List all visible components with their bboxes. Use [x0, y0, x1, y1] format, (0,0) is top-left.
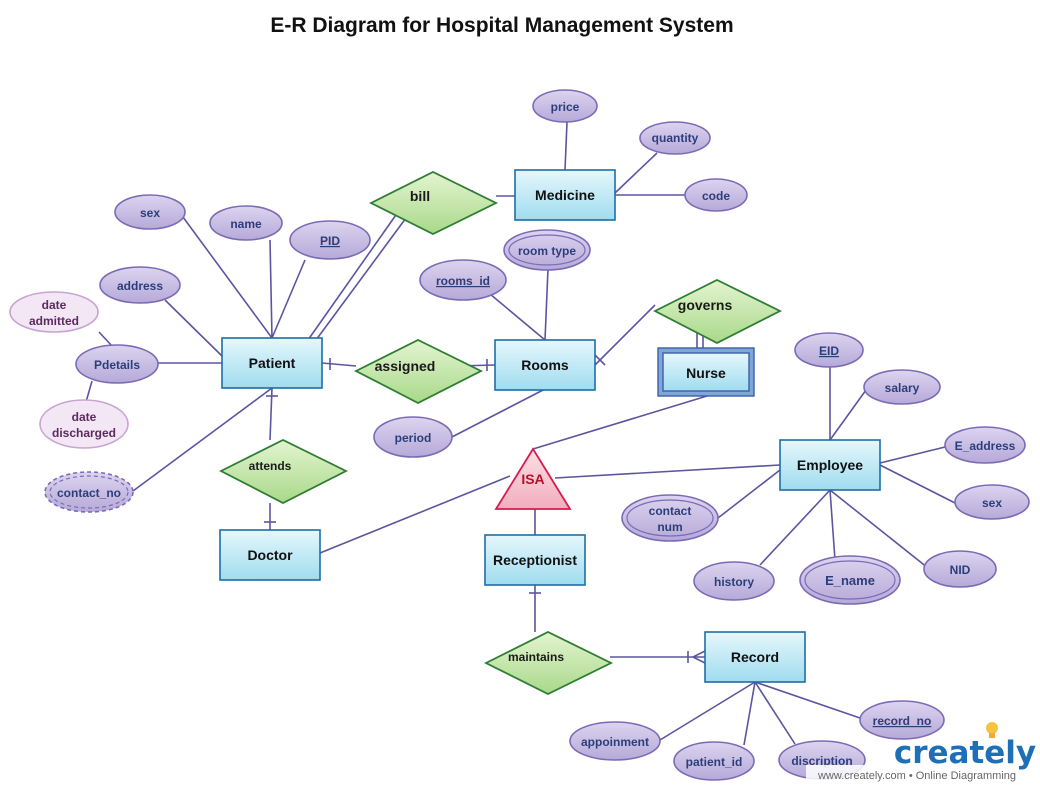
attribute-name[interactable]: name — [209, 205, 283, 241]
attribute-quantity[interactable]: quantity — [639, 121, 711, 155]
attribute-label: quantity — [652, 131, 699, 145]
diagram-title: E-R Diagram for Hospital Management Syst… — [270, 14, 733, 37]
isa-triangle[interactable]: ISA — [494, 447, 572, 510]
attribute-room-type[interactable]: room type — [503, 229, 591, 271]
attribute-label: name — [230, 217, 262, 231]
attribute-label: E_address — [955, 439, 1016, 453]
attribute-date-discharged[interactable]: date discharged — [39, 399, 129, 449]
attribute-salary[interactable]: salary — [863, 369, 941, 405]
attribute-label: price — [551, 100, 580, 114]
logo-tagline: www.creately.com • Online Diagramming — [817, 770, 1016, 782]
attribute-label: sex — [982, 496, 1002, 510]
attribute-patient-id[interactable]: patient_id — [673, 741, 755, 781]
attribute-eid[interactable]: EID — [794, 332, 864, 368]
relationship-label: assigned — [375, 358, 436, 374]
attribute-label-line2: num — [657, 520, 682, 534]
attribute-label-line1: date — [72, 410, 97, 424]
attribute-label: Pdetails — [94, 358, 140, 372]
attribute-sex-employee[interactable]: sex — [954, 484, 1030, 520]
creately-logo: creately www.creately.com • Online Diagr… — [806, 722, 1036, 787]
connection-lines — [85, 121, 956, 746]
entity-receptionist[interactable]: Receptionist — [484, 534, 586, 586]
attribute-label: PID — [320, 234, 340, 248]
relationship-label: bill — [410, 188, 430, 204]
attribute-price[interactable]: price — [532, 89, 598, 123]
attribute-label: record_no — [873, 714, 932, 728]
attribute-label-line1: contact — [649, 504, 692, 518]
relationship-maintains[interactable]: maintains — [483, 630, 614, 696]
attribute-label-line2: discharged — [52, 426, 116, 440]
isa-label: ISA — [521, 471, 544, 487]
attribute-nid[interactable]: NID — [923, 550, 997, 588]
relationship-label: governs — [678, 297, 733, 313]
attribute-label-line2: admitted — [29, 314, 79, 328]
attribute-label: NID — [950, 563, 971, 577]
lightbulb-icon — [986, 722, 998, 738]
entity-medicine[interactable]: Medicine — [514, 169, 616, 221]
attribute-address[interactable]: address — [99, 266, 181, 304]
entity-label: Nurse — [686, 365, 726, 381]
logo-text: creately — [894, 735, 1036, 771]
entity-label: Record — [731, 649, 779, 665]
entity-label: Doctor — [247, 547, 293, 563]
attribute-record-no[interactable]: record_no — [859, 700, 945, 740]
attribute-sex-patient[interactable]: sex — [114, 194, 186, 230]
attribute-label: sex — [140, 206, 160, 220]
entity-label: Medicine — [535, 187, 595, 203]
attribute-e-address[interactable]: E_address — [944, 426, 1026, 464]
attribute-date-admitted[interactable]: date admitted — [9, 291, 99, 333]
attribute-label: appoinment — [581, 735, 649, 749]
entity-label: Rooms — [521, 357, 569, 373]
relationship-assigned[interactable]: assigned — [354, 338, 484, 405]
attribute-history[interactable]: history — [693, 561, 775, 601]
attribute-rooms-id[interactable]: rooms_id — [419, 259, 507, 301]
attribute-label: history — [714, 575, 754, 589]
relationship-attends[interactable]: attends — [219, 438, 349, 505]
attribute-label: discription — [791, 754, 852, 768]
relationship-bill[interactable]: bill — [368, 170, 499, 236]
entity-record[interactable]: Record — [704, 631, 806, 683]
attribute-label: contact_no — [57, 486, 121, 500]
entity-label: Receptionist — [493, 552, 577, 568]
entity-label: Employee — [797, 457, 863, 473]
attribute-label: rooms_id — [436, 274, 490, 288]
attribute-label: address — [117, 279, 163, 293]
attribute-code[interactable]: code — [684, 178, 748, 212]
attribute-pdetails[interactable]: Pdetails — [75, 344, 159, 384]
attribute-label-line1: date — [42, 298, 67, 312]
attribute-label: EID — [819, 344, 839, 358]
entity-patient[interactable]: Patient — [221, 337, 323, 389]
entity-rooms[interactable]: Rooms — [494, 339, 596, 391]
relationship-label: attends — [249, 459, 292, 473]
attribute-contact-no[interactable]: contact_no — [44, 471, 134, 513]
attribute-label: code — [702, 189, 730, 203]
attribute-appoinment[interactable]: appoinment — [569, 721, 661, 761]
entity-label: Patient — [249, 355, 296, 371]
attribute-label: salary — [885, 381, 920, 395]
entity-nurse[interactable]: Nurse — [657, 347, 755, 397]
relationship-label: maintains — [508, 650, 564, 664]
attribute-label: period — [395, 431, 432, 445]
entity-doctor[interactable]: Doctor — [219, 529, 321, 581]
attribute-label: E_name — [825, 573, 875, 588]
attribute-period[interactable]: period — [373, 416, 453, 458]
attribute-contact-num[interactable]: contact num — [621, 494, 719, 542]
attribute-e-name[interactable]: E_name — [799, 555, 901, 605]
entity-employee[interactable]: Employee — [779, 439, 881, 491]
relationship-governs[interactable]: governs — [653, 278, 783, 345]
attribute-label: patient_id — [686, 755, 743, 769]
attribute-pid[interactable]: PID — [289, 220, 371, 260]
attribute-label: room type — [518, 244, 576, 258]
